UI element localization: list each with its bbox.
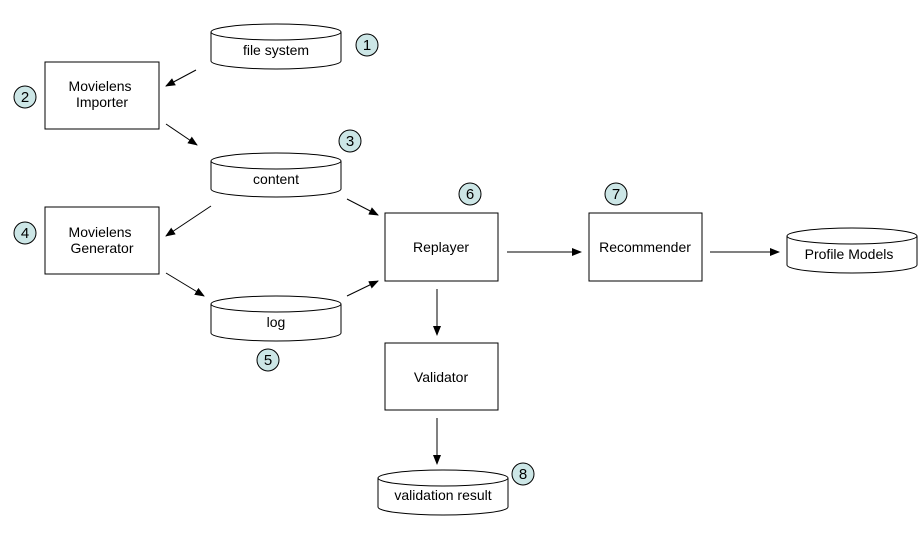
badge-1-label: 1 <box>363 37 371 54</box>
arrow-importer-to-content <box>165 123 198 146</box>
arrow-file-system-to-importer <box>165 69 197 87</box>
store-validation-result: validation result <box>377 469 509 516</box>
badge-3: 3 <box>338 129 362 153</box>
badge-5-label: 5 <box>264 352 272 369</box>
badge-8-label: 8 <box>519 466 527 483</box>
badge-2: 2 <box>13 85 37 109</box>
process-validator: Validator <box>384 342 499 411</box>
process-recommender: Recommender <box>588 212 703 282</box>
process-movielens-importer: Movielens Importer <box>44 61 160 130</box>
badge-4: 4 <box>13 221 37 245</box>
process-replayer-label: Replayer <box>413 239 469 255</box>
store-validation-result-label: validation result <box>394 487 491 503</box>
badge-8: 8 <box>511 462 535 486</box>
badge-6-label: 6 <box>466 186 474 203</box>
store-content-label: content <box>253 171 299 187</box>
arrow-generator-to-log <box>165 272 205 297</box>
badge-1: 1 <box>355 33 379 57</box>
store-log-label: log <box>267 314 286 330</box>
process-validator-label: Validator <box>414 369 469 385</box>
arrow-content-to-replayer <box>346 198 379 216</box>
process-movielens-generator-line-1: Movielens <box>69 224 132 240</box>
process-movielens-importer-label: Movielens Importer <box>69 78 136 110</box>
store-log: log <box>210 295 342 342</box>
badge-6: 6 <box>458 182 482 206</box>
badge-3-label: 3 <box>346 133 354 150</box>
process-movielens-importer-line-1: Movielens <box>69 78 132 94</box>
badge-7-label: 7 <box>612 186 620 203</box>
process-movielens-generator-line-2: Generator <box>70 240 133 256</box>
process-replayer: Replayer <box>384 212 499 282</box>
store-profile-models-label: Profile Models <box>805 246 894 262</box>
store-file-system-label: file system <box>243 42 309 58</box>
process-movielens-importer-line-2: Importer <box>76 94 128 110</box>
process-movielens-generator-label: Movielens Generator <box>69 224 136 256</box>
arrow-content-to-generator <box>165 205 212 237</box>
arrows <box>165 69 780 465</box>
store-file-system: file system <box>210 23 342 70</box>
process-movielens-generator: Movielens Generator <box>44 206 160 275</box>
badge-5: 5 <box>256 348 280 372</box>
arrow-log-to-replayer <box>346 280 379 297</box>
badge-7: 7 <box>604 182 628 206</box>
process-recommender-label: Recommender <box>599 239 691 255</box>
badge-4-label: 4 <box>21 225 29 242</box>
store-content: content <box>210 152 342 198</box>
badge-2-label: 2 <box>21 89 29 106</box>
store-profile-models: Profile Models <box>786 227 918 274</box>
